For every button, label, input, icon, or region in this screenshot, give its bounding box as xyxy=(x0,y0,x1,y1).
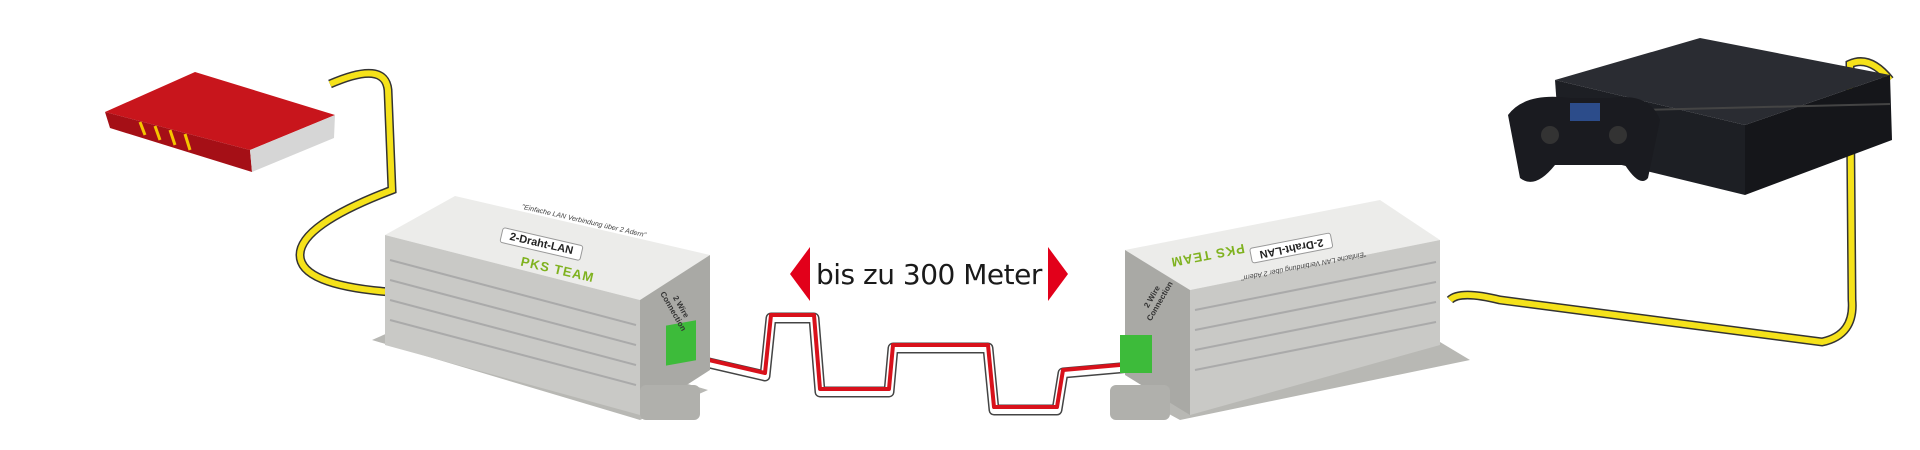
controller-image xyxy=(1508,96,1660,182)
arrow-right-icon xyxy=(1047,247,1068,301)
router-image xyxy=(105,72,335,172)
left-adapter-image xyxy=(372,196,710,420)
distance-text: bis zu 300 Meter xyxy=(816,257,1042,291)
arrow-left-icon xyxy=(790,247,810,301)
two-wire-cable xyxy=(694,312,1132,416)
lan-cable-left xyxy=(295,68,397,297)
right-adapter-image xyxy=(1110,200,1470,420)
lan-cable-right xyxy=(1446,57,1894,347)
distance-label: bis zu 300 Meter xyxy=(790,246,1068,302)
